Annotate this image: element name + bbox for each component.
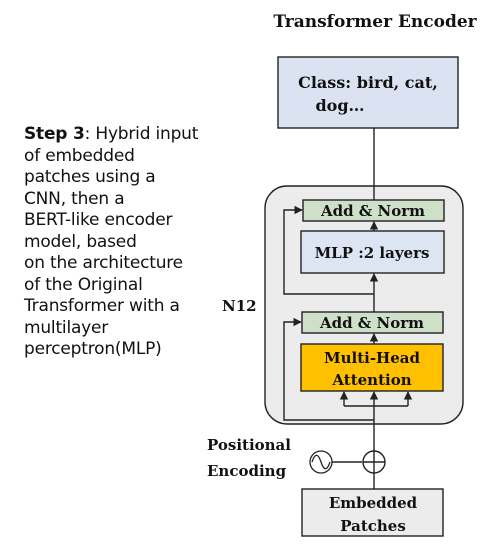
attention-line2: Attention	[331, 371, 411, 389]
step-description: Step 3: Hybrid input of embedded patches…	[24, 124, 234, 361]
step-line-0: : Hybrid input	[84, 124, 199, 144]
residual-bottom	[283, 317, 374, 421]
add-norm-top-box	[302, 199, 445, 222]
embedded-patches-box	[301, 488, 444, 537]
step-line-4: BERT-like encoder	[24, 210, 173, 230]
step-heading: Step 3	[24, 124, 85, 144]
step-line-9: multilayer	[24, 317, 109, 338]
embedded-line2: Patches	[340, 517, 406, 535]
add-norm-top-label: Add & Norm	[320, 202, 425, 220]
attention-line1: Multi-Head	[324, 349, 420, 367]
embedded-line1: Embedded	[329, 494, 418, 512]
step-first-line: Step 3: Hybrid input	[24, 124, 234, 146]
step-line-10: perceptron(MLP)	[24, 339, 162, 359]
step-line-5: model, based	[24, 231, 137, 252]
residual-top	[283, 205, 374, 295]
mlp-box	[300, 230, 445, 274]
mlp-label: MLP :2 layers	[315, 244, 430, 262]
add-norm-bottom-box	[301, 311, 444, 334]
step-line-6: on the architecture	[24, 253, 183, 273]
class-box-line1: Class: bird, cat,	[298, 73, 438, 92]
diagram-title: Transformer Encoder	[273, 12, 477, 32]
step-line-7: of the Original	[24, 274, 143, 295]
attention-box	[300, 343, 444, 392]
positional-line1: Positional	[207, 436, 291, 454]
class-box	[277, 56, 459, 129]
positional-line2: Encoding	[207, 462, 287, 480]
step-line-8: Transformer with a	[24, 296, 180, 316]
class-box-line2: dog…	[315, 96, 364, 115]
step-line-3: CNN, then a	[24, 188, 125, 209]
repeat-label: N12	[222, 297, 257, 315]
step-line-2: patches using a	[24, 167, 156, 187]
sine-wave-icon	[309, 450, 333, 474]
step-line-1: of embedded	[24, 145, 135, 166]
add-icon	[362, 450, 386, 474]
add-norm-bottom-label: Add & Norm	[319, 314, 424, 332]
